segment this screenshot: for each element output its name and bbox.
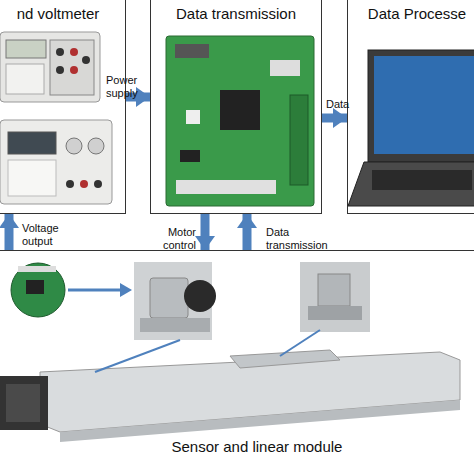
laptop-photo: [348, 50, 474, 206]
sensor-board-photo: [11, 263, 132, 317]
signal-label: Voltage output: [22, 222, 82, 248]
signal-label: Power supply: [106, 74, 148, 100]
box-title: Data Processe: [348, 5, 474, 22]
sensor-mount-photo: [134, 262, 216, 340]
magnet-mount-photo: [300, 262, 370, 332]
pcb-photo: [166, 36, 314, 206]
flow-arrow: [322, 114, 347, 123]
signal-label: Data: [326, 98, 356, 111]
flow-arrow: [243, 214, 252, 250]
signal-label: Motor control: [140, 226, 196, 252]
signal-label: Data transmission: [266, 226, 346, 252]
power-supply-photo: [0, 120, 112, 204]
flow-arrow: [5, 214, 14, 250]
box-title: nd voltmeter: [0, 5, 125, 22]
multimeter-photo: [0, 32, 100, 102]
linear-module-photo: [0, 330, 460, 442]
box-title: Data transmission: [151, 5, 321, 22]
flow-arrow: [201, 214, 210, 250]
